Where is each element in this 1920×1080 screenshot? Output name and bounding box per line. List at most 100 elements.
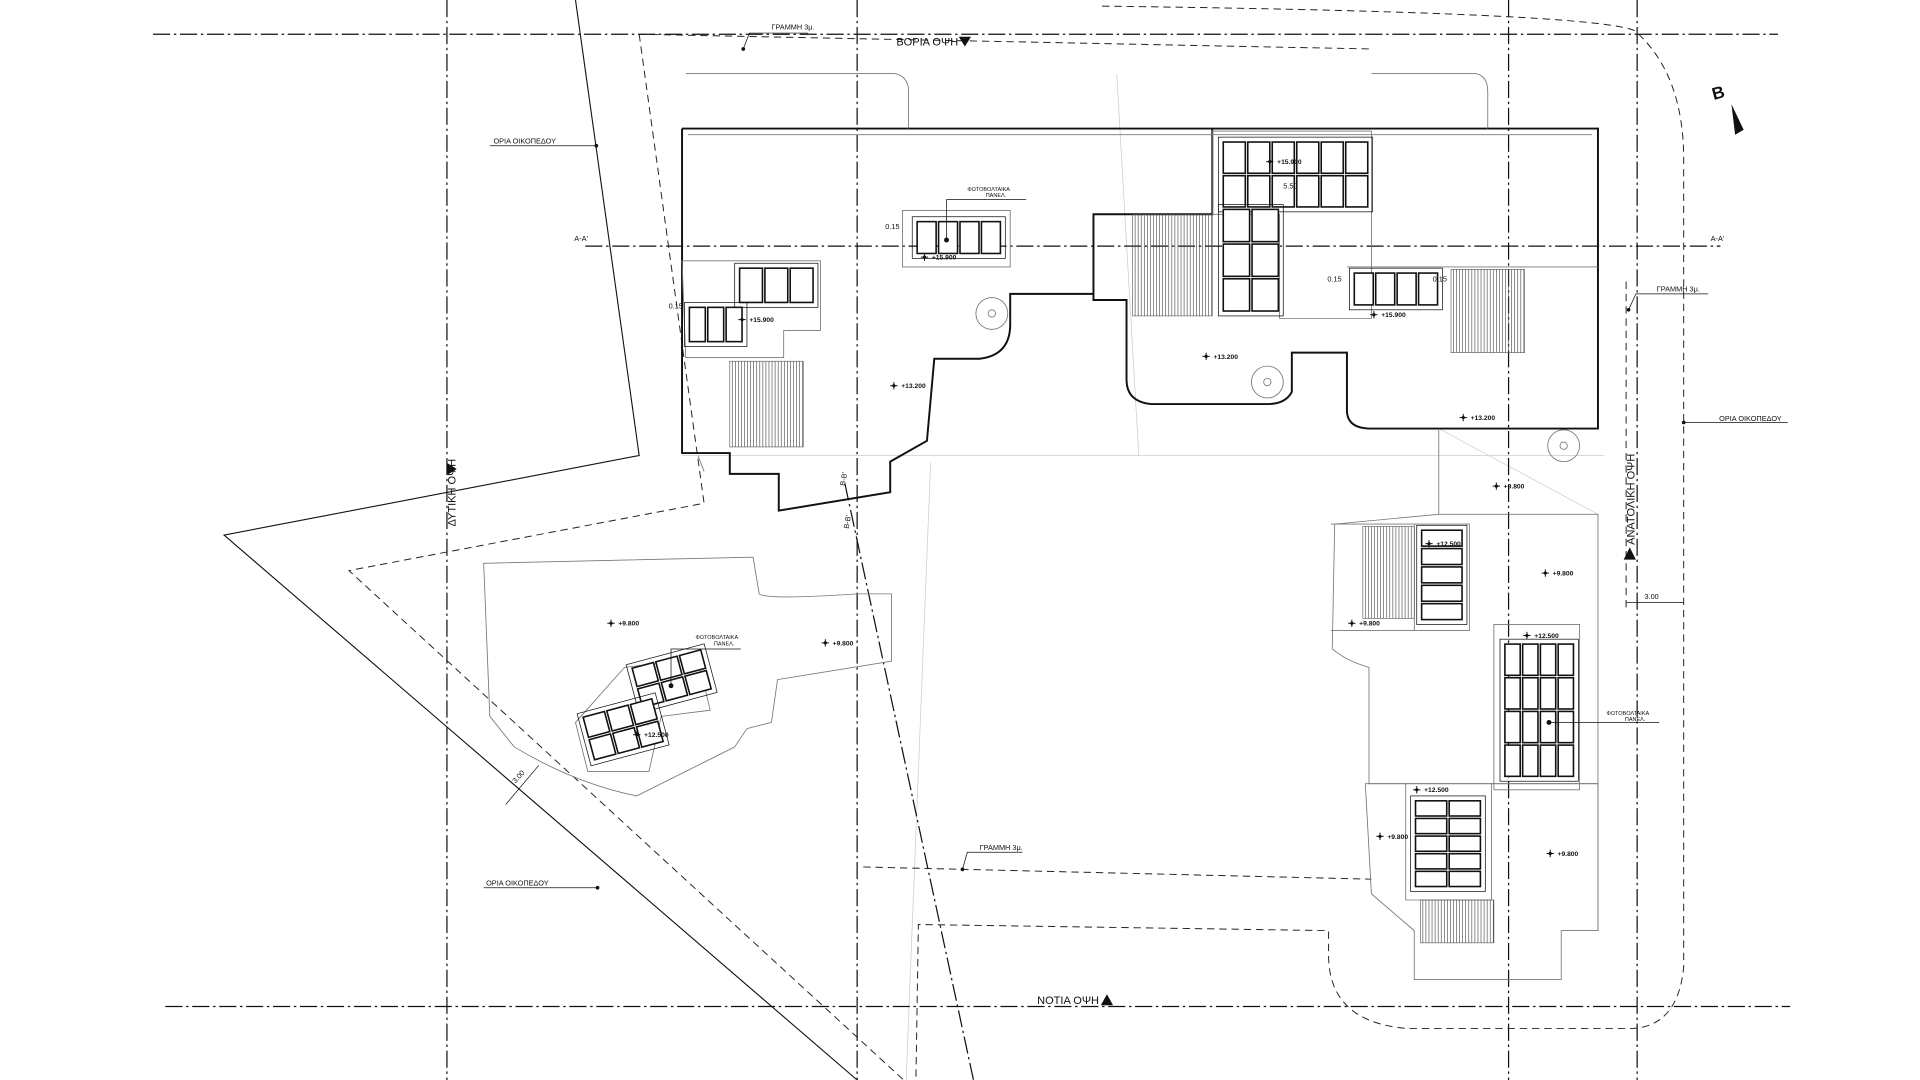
pv-panel — [725, 306, 743, 343]
pv-panel — [789, 267, 814, 304]
pv-panel — [1374, 272, 1396, 306]
pv-panel — [706, 306, 725, 343]
pv-panel — [582, 710, 611, 739]
pv-panel-array — [1218, 136, 1374, 213]
level-label: +9.800 — [1387, 834, 1408, 841]
plot-label-east: ΟΡΙΑ ΟΙΚΟΠΕΔΟΥ — [1681, 414, 1788, 425]
pv-panel-array — [911, 216, 1006, 259]
west-elevation-label: ΔΥΤΙΚΗ ΟΨΗ — [447, 459, 459, 527]
pv-panel — [1271, 174, 1296, 208]
pv-panel-array — [1410, 795, 1486, 892]
level-marker-icon — [1202, 352, 1210, 360]
level-marker-icon — [1459, 413, 1467, 422]
south-elevation-marker-icon — [1100, 994, 1114, 1006]
pv-panel — [688, 306, 707, 343]
pv-panel — [1414, 870, 1448, 888]
level-label: +15.900 — [932, 255, 957, 262]
setback-label-top: ΓΡΑΜΜΗ 3μ. — [741, 22, 815, 51]
pv-panel — [660, 675, 689, 702]
section-a-left-label: A-A' — [574, 234, 588, 243]
pv-panel — [1222, 174, 1247, 208]
pv-panel — [588, 732, 617, 761]
pv-panel — [1521, 676, 1539, 710]
pv-panel-array — [1416, 524, 1468, 625]
level-label: +15.900 — [1277, 159, 1302, 166]
plot-label-text: ΟΡΙΑ ΟΙΚΟΠΕΔΟΥ — [493, 136, 556, 145]
north-arrow-icon — [1731, 104, 1744, 135]
pv-label-line2: ΠΑΝΕΛ. — [714, 641, 735, 647]
pv-panel — [1251, 277, 1280, 312]
pv-panel-array — [1349, 267, 1443, 311]
pv-panel — [678, 648, 707, 675]
east-elevation-marker-icon — [1623, 547, 1636, 560]
pv-panel — [1539, 643, 1557, 677]
north-arrow-letter: B — [1710, 81, 1727, 104]
level-label: +13.200 — [1213, 354, 1238, 361]
pv-panel — [1414, 800, 1448, 817]
level-marker-icon — [821, 639, 829, 647]
pv-panel — [1448, 817, 1482, 835]
pv-panel — [1251, 243, 1280, 278]
pv-panel — [629, 697, 659, 726]
pv-panel — [1344, 174, 1369, 208]
section-b-top-label: B-B' — [838, 471, 849, 487]
elevation-axes — [153, 0, 1791, 1080]
pv-label-north: ΦΩΤΟΒΟΛΤΑΙΚΑ ΠΑΝΕΛ. — [944, 187, 1027, 243]
pv-panel — [1353, 272, 1375, 306]
pv-label-east: ΦΩΤΟΒΟΛΤΑΙΚΑ ΠΑΝΕΛ. — [1546, 711, 1660, 725]
pv-panel — [1448, 870, 1482, 888]
pv-label-line2: ΠΑΝΕΛ. — [986, 193, 1007, 199]
level-label: +13.200 — [1471, 415, 1496, 422]
pv-panel — [1420, 529, 1463, 547]
level-marker-icon — [1348, 619, 1356, 627]
pv-label-line1: ΦΩΤΟΒΟΛΤΑΙΚΑ — [1607, 711, 1650, 717]
level-marker-icon — [1492, 482, 1500, 490]
pv-panel — [1320, 141, 1345, 175]
setback-label-text: ΓΡΑΜΜΗ 3μ. — [771, 22, 814, 31]
south-elevation-label: ΝΟΤΙΑ ΟΨΗ — [1037, 995, 1099, 1007]
building-south-west — [483, 556, 892, 797]
stair-hatch — [1132, 213, 1213, 317]
level-label: +9.800 — [1359, 621, 1380, 628]
level-label: +12.500 — [1424, 787, 1449, 794]
level-marker-icon — [1413, 786, 1421, 794]
pv-panel — [1521, 710, 1539, 744]
plot-label-text: ΟΡΙΑ ΟΙΚΟΠΕΔΟΥ — [486, 878, 549, 887]
level-marker-icon — [890, 382, 898, 390]
plot-label-north-west: ΟΡΙΑ ΟΙΚΟΠΕΔΟΥ — [489, 136, 599, 148]
plot-label-south-west: ΟΡΙΑ ΟΙΚΟΠΕΔΟΥ — [483, 878, 600, 890]
pv-panel — [738, 267, 764, 304]
setback-label-text: ΓΡΑΜΜΗ 3μ. — [1657, 284, 1700, 293]
setback-line — [347, 5, 1685, 1080]
section-b-bottom-label: B-B' — [842, 514, 853, 530]
pv-panel-array — [576, 692, 670, 767]
pv-label-south-west: ΦΩΤΟΒΟΛΤΑΙΚΑ ΠΑΝΕΛ. — [668, 635, 741, 689]
pv-panel — [1417, 272, 1439, 306]
stair-hatches — [729, 213, 1525, 944]
stair-hatch — [1362, 526, 1415, 619]
level-marker-icon — [1376, 832, 1384, 840]
pv-panel-array — [684, 302, 748, 347]
section-a-right-label: A-A' — [1711, 234, 1725, 243]
north-arrow: B — [1710, 81, 1744, 135]
pv-panel — [1557, 643, 1575, 677]
pv-panel — [1521, 744, 1539, 778]
setback-label-south: ΓΡΑΜΜΗ 3μ. — [960, 843, 1023, 872]
pv-panel — [654, 655, 683, 682]
stair-hatch — [1450, 269, 1525, 353]
pv-panel — [1504, 676, 1521, 710]
setback-label-east: ΓΡΑΜΜΗ 3μ. — [1626, 284, 1709, 312]
stair-hatch — [729, 360, 804, 448]
spiral-stairs — [975, 297, 1581, 463]
faint-grid-lines — [682, 73, 1605, 1080]
stair-hatch — [1420, 899, 1495, 944]
pv-panel — [1539, 744, 1557, 778]
pv-panel — [1420, 566, 1463, 584]
level-marker-icon — [920, 253, 929, 261]
pv-panel — [1222, 243, 1251, 278]
level-marker-icon — [1541, 569, 1549, 577]
level-label: +15.900 — [1381, 312, 1406, 319]
pv-panel — [1557, 744, 1575, 778]
north-elevation-label: ΒΟΡΙΑ ΟΨΗ — [896, 36, 958, 48]
pv-panel — [1504, 643, 1521, 677]
